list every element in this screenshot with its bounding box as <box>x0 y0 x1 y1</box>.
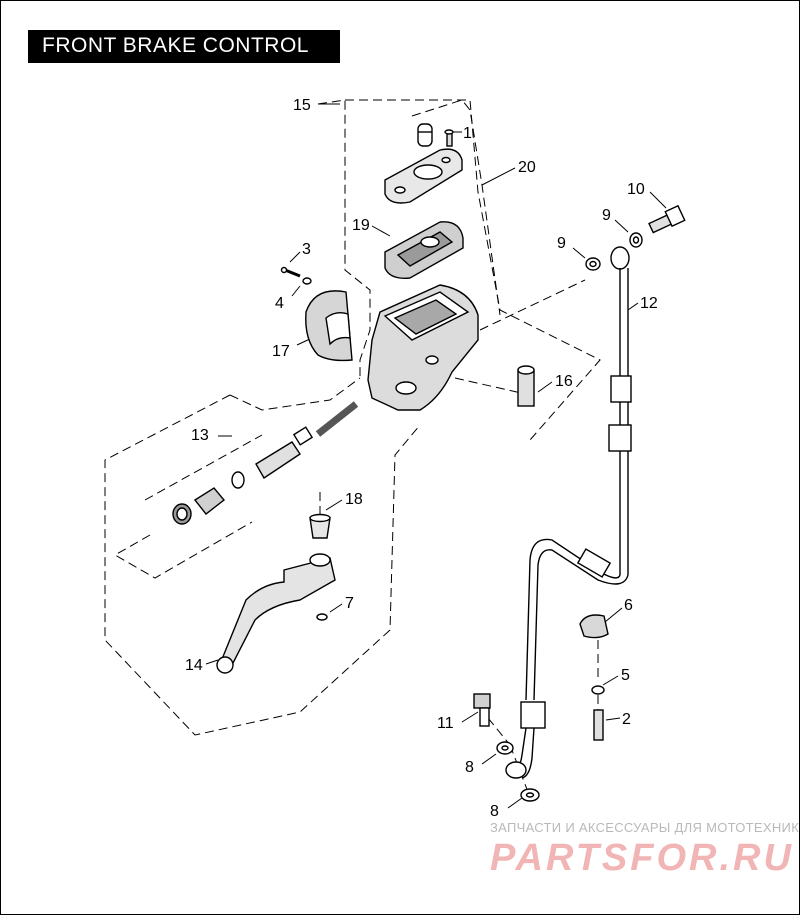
part-8-washers <box>496 741 540 802</box>
leader-6 <box>604 607 623 623</box>
callout-9-a: 9 <box>602 207 611 224</box>
callout-5: 5 <box>621 667 630 684</box>
callout-8-a: 8 <box>465 759 474 776</box>
part-14-brake-lever <box>216 553 336 674</box>
leader-2 <box>605 717 621 721</box>
parts <box>172 123 686 802</box>
part-13-piston-assembly <box>172 401 359 525</box>
page-title: FRONT BRAKE CONTROL <box>42 34 309 57</box>
master-cylinder-body <box>367 284 479 411</box>
boundary-20 <box>411 99 501 316</box>
title-banner: FRONT BRAKE CONTROL <box>28 30 340 63</box>
callout-11: 11 <box>437 715 454 732</box>
part-3-screw <box>280 266 301 278</box>
callout-15: 15 <box>293 97 311 114</box>
callout-20: 20 <box>518 159 536 176</box>
leader-8b <box>507 797 523 809</box>
leader-9a <box>614 219 629 233</box>
callout-numbers: 15 1 20 19 3 4 17 10 9 9 12 16 13 18 7 1… <box>185 97 658 820</box>
callout-4: 4 <box>275 295 284 312</box>
leader-14 <box>205 659 219 665</box>
leader-8a <box>481 753 497 765</box>
callout-19: 19 <box>352 217 370 234</box>
leader-20 <box>481 167 516 186</box>
callout-2: 2 <box>622 711 631 728</box>
callout-18: 18 <box>345 491 363 508</box>
part-19-diaphragm <box>384 221 464 279</box>
part-6-line-clamp <box>579 614 609 639</box>
callout-9-b: 9 <box>557 235 566 252</box>
boundary-13-left <box>104 394 421 736</box>
leader-4 <box>291 285 301 297</box>
assembly-boundaries <box>104 99 601 793</box>
leader-8-dash <box>509 744 529 793</box>
part-2-stud <box>593 709 604 741</box>
watermark-tagline: ЗАПЧАСТИ И АКСЕССУАРЫ ДЛЯ МОТОТЕХНИКИ <box>490 820 800 835</box>
leader-7 <box>329 603 343 613</box>
watermark: ЗАПЧАСТИ И АКСЕССУАРЫ ДЛЯ МОТОТЕХНИКИ PA… <box>490 820 800 879</box>
leader-11-dash <box>487 717 511 746</box>
callout-17: 17 <box>272 343 290 360</box>
part-4-washer <box>302 277 312 285</box>
callout-10: 10 <box>627 181 645 198</box>
part-7-retaining-clip <box>316 613 328 621</box>
part-5-nut <box>591 685 605 695</box>
watermark-logo: PARTSFOR.RU <box>490 837 794 879</box>
part-16-pivot-pin <box>517 365 535 407</box>
part-20-reservoir-cover <box>384 148 463 204</box>
callout-16: 16 <box>555 373 573 390</box>
callout-6: 6 <box>624 597 633 614</box>
leader-3 <box>289 251 301 263</box>
leader-lines <box>205 103 667 809</box>
boundary-13 <box>229 377 361 411</box>
part-9-washers <box>585 232 643 271</box>
callout-3: 3 <box>302 241 311 258</box>
boundary-13-inner2 <box>144 434 263 501</box>
part-10-banjo-bolt <box>648 204 686 234</box>
callout-14: 14 <box>185 657 203 674</box>
leader-10 <box>649 191 667 209</box>
callout-13: 13 <box>191 427 209 444</box>
part-1-cover-screw <box>417 123 454 147</box>
boundary-13-inner <box>113 521 253 579</box>
boundary-15-right <box>345 99 601 441</box>
boundary-15 <box>317 99 371 380</box>
leader-9b <box>572 247 586 259</box>
callout-12: 12 <box>640 295 658 312</box>
part-12-brake-line <box>505 246 632 779</box>
part-11-bolt <box>473 693 491 727</box>
leader-11 <box>461 711 479 723</box>
leader-12 <box>627 302 639 311</box>
leader-18 <box>325 499 343 511</box>
callout-1: 1 <box>463 125 472 142</box>
part-17-clamp <box>305 290 353 362</box>
part-18-bushing <box>309 513 331 539</box>
callout-7: 7 <box>345 595 354 612</box>
leader-19 <box>371 225 391 237</box>
leader-9-dash <box>479 279 586 331</box>
leader-5 <box>602 675 619 686</box>
leader-16 <box>537 381 553 393</box>
callout-8-b: 8 <box>490 803 499 820</box>
